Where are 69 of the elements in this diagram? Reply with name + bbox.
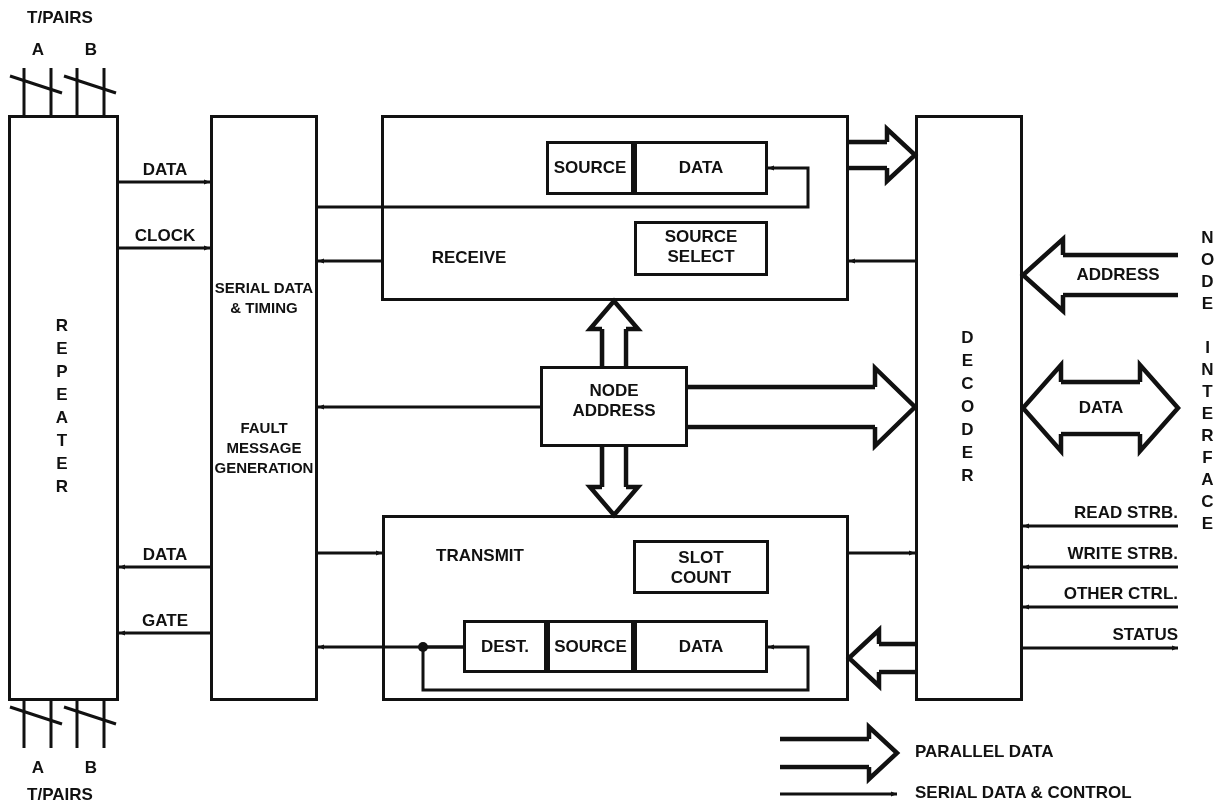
arrow	[1023, 523, 1178, 529]
pair-label: T/PAIRS	[27, 8, 93, 28]
block-text: DATA	[677, 636, 725, 657]
block-text: SOURCE	[553, 636, 628, 657]
signal-label: DATA	[142, 160, 188, 180]
pair-label: B	[84, 40, 98, 60]
arrow	[1023, 645, 1178, 651]
block-text: SERIAL DATA & TIMING	[213, 278, 315, 318]
arrow	[119, 564, 210, 570]
line	[49, 701, 53, 748]
receive-block	[381, 115, 849, 301]
line	[49, 68, 53, 115]
arrow	[318, 404, 540, 410]
block-text: DATA	[677, 158, 725, 178]
signal-label: DATA	[1078, 398, 1124, 418]
arrow	[1023, 564, 1178, 570]
transmit-block	[382, 515, 849, 701]
signal-label: ADDRESS	[1076, 265, 1160, 285]
line	[102, 68, 106, 115]
block-text: SLOT COUNT	[669, 548, 733, 588]
signal-label: DATA	[142, 545, 188, 565]
signal-label: GATE	[142, 611, 188, 631]
block-text: SOURCE SELECT	[663, 227, 739, 267]
arrow	[849, 550, 915, 556]
signal-label: OTHER CTRL.	[1063, 584, 1178, 604]
repeater-block	[8, 115, 119, 701]
block-text: DECODER	[957, 327, 978, 489]
counter-block	[633, 540, 769, 594]
legend-text: PARALLEL DATA	[915, 742, 1054, 762]
block-text: TRANSMIT	[435, 546, 525, 566]
line	[22, 68, 26, 115]
select-block	[634, 221, 768, 276]
arrow	[119, 630, 210, 636]
line	[22, 701, 26, 748]
line	[102, 701, 106, 748]
arrow	[1023, 604, 1178, 610]
register-field	[634, 141, 768, 195]
register-field	[546, 141, 634, 195]
register-field	[634, 620, 768, 673]
arrow	[119, 245, 210, 251]
pair-label: B	[84, 758, 98, 778]
block-text: REPEATER	[51, 316, 73, 500]
block-text: FAULT MESSAGE GENERATION	[213, 418, 315, 478]
interface-label: NODE INTERFACE	[1197, 228, 1217, 536]
pair-label: T/PAIRS	[27, 785, 93, 805]
decoder-block	[915, 115, 1023, 701]
block-text: SOURCE	[552, 158, 628, 178]
address-block	[540, 366, 688, 447]
signal-label: CLOCK	[134, 226, 196, 246]
register-field	[463, 620, 547, 673]
pair-label: A	[31, 758, 45, 778]
line	[75, 68, 79, 115]
signal-label: WRITE STRB.	[1067, 544, 1178, 564]
arrow	[318, 165, 810, 209]
pair-label: A	[31, 40, 45, 60]
block-text: NODE ADDRESS	[571, 381, 657, 421]
block-text: DEST.	[479, 636, 531, 657]
arrow	[421, 644, 810, 692]
arrow	[849, 258, 915, 264]
line	[75, 701, 79, 748]
register-field	[547, 620, 634, 673]
arrow	[318, 258, 381, 264]
signal-label: READ STRB.	[1074, 503, 1178, 523]
arrow	[318, 550, 382, 556]
block-text: RECEIVE	[430, 248, 508, 268]
timing-block	[210, 115, 318, 701]
arrow	[119, 179, 210, 185]
signal-label: STATUS	[1112, 625, 1178, 645]
legend-text: SERIAL DATA & CONTROL	[915, 783, 1132, 803]
